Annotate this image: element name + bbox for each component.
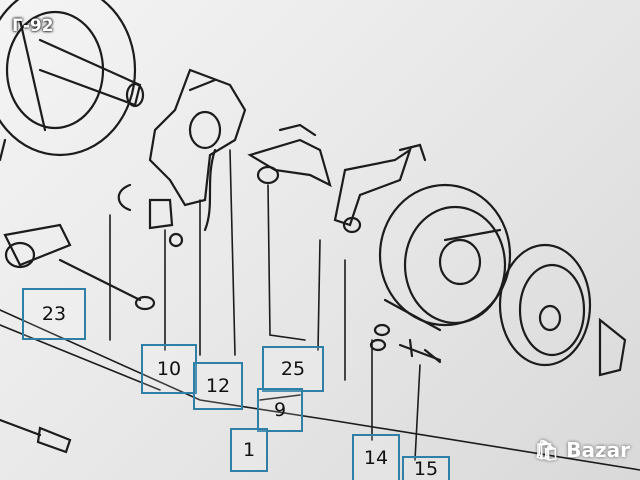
part-label-25: 25: [262, 346, 324, 392]
part-label-23: 23: [22, 288, 86, 340]
breaker-arm-drawing: [247, 123, 427, 234]
condenser-drawing: [3, 223, 156, 311]
bazar-watermark: 🛍 Bazar: [534, 438, 630, 462]
part-label-12: 12: [193, 362, 243, 410]
cable-plug-drawing: [0, 418, 72, 454]
rotor-housing-drawing: [0, 0, 145, 162]
cam-disc-drawing: [378, 183, 512, 332]
part-label-14: 14: [352, 434, 400, 480]
watermark-text: Bazar: [566, 438, 630, 462]
bazar-bag-icon: 🛍: [533, 438, 560, 462]
leader-lines: [0, 149, 640, 471]
part-label-1: 1: [230, 428, 268, 472]
clip-drawing: [117, 183, 184, 248]
part-label-10: 10: [141, 344, 197, 394]
listing-badge: Г-92: [12, 16, 54, 36]
part-label-9: 9: [257, 388, 303, 432]
part-label-15: 15: [402, 456, 450, 480]
flywheel-drawing: [498, 243, 627, 377]
bolt-drawing: [369, 323, 442, 364]
mounting-plate-drawing: [148, 68, 247, 232]
